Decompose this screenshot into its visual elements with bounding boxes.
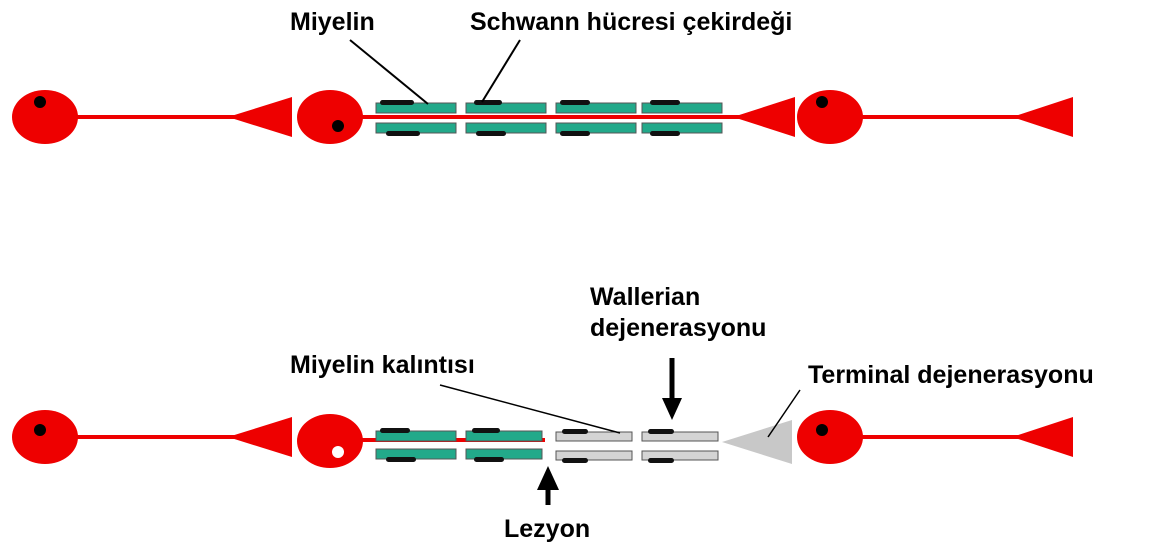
presynaptic-neuron-bottom	[12, 410, 292, 464]
lesion-arrow	[537, 466, 559, 505]
myelin-label: Miyelin	[290, 8, 375, 36]
schwann-nucleus-label: Schwann hücresi çekirdeği	[470, 8, 792, 36]
postsynaptic-neuron-top	[797, 90, 1073, 144]
lesioned-neuron-bottom	[297, 414, 792, 468]
presynaptic-neuron-top	[12, 90, 292, 144]
healthy-nerve-panel: Miyelin Schwann hücresi çekirdeği	[12, 8, 1073, 144]
myelin-pointer-line	[350, 40, 428, 104]
myelin-debris-label: Miyelin kalıntısı	[290, 351, 475, 379]
myelin-segments-proximal	[376, 428, 542, 462]
myelinated-neuron-top	[297, 90, 795, 144]
wallerian-label-line1: Wallerian	[590, 283, 700, 311]
schwann-nucleus-pointer-line	[482, 40, 520, 102]
lesion-label: Lezyon	[504, 515, 590, 543]
terminal-degeneration-label: Terminal dejenerasyonu	[808, 361, 1094, 389]
myelin-debris-pointer-line	[440, 385, 620, 433]
wallerian-label-line2: dejenerasyonu	[590, 314, 766, 342]
wallerian-arrow	[662, 358, 682, 420]
postsynaptic-neuron-bottom	[797, 410, 1073, 464]
degenerating-nerve-panel: Wallerian dejenerasyonu Miyelin kalıntıs…	[12, 283, 1094, 543]
myelin-debris-segments	[556, 429, 718, 463]
degenerated-terminal	[722, 420, 792, 464]
